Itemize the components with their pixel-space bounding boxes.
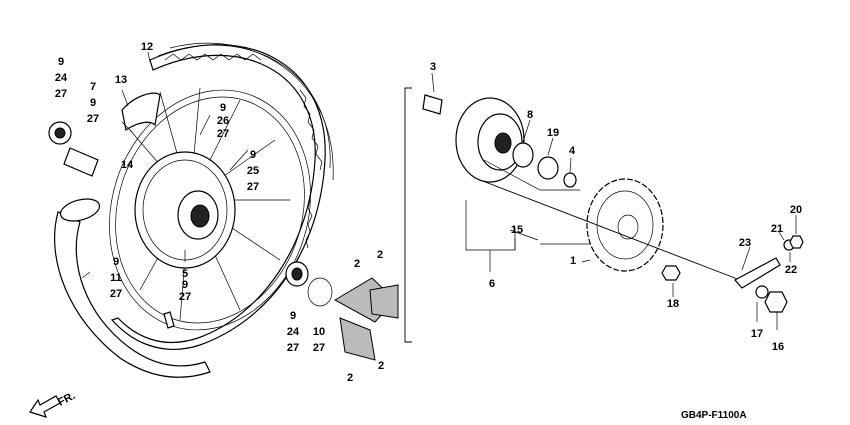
callout-4: 4 bbox=[569, 145, 576, 157]
svg-text:25: 25 bbox=[247, 165, 259, 177]
callout-23: 23 bbox=[739, 237, 751, 249]
sprocket bbox=[586, 178, 664, 272]
callout-1: 1 bbox=[570, 255, 576, 267]
front-direction-arrow: FR. bbox=[29, 390, 77, 418]
diagram-code: GB4P-F1100A bbox=[681, 410, 747, 421]
axle-nut bbox=[764, 291, 788, 313]
svg-text:9: 9 bbox=[220, 102, 226, 114]
callout-5: 5 bbox=[182, 268, 188, 280]
svg-text:9: 9 bbox=[250, 149, 256, 161]
stack-9-26-27: 9 26 27 bbox=[217, 102, 229, 140]
svg-text:27: 27 bbox=[110, 288, 122, 300]
stack-10-27: 10 27 bbox=[313, 326, 325, 354]
callout-14: 14 bbox=[121, 159, 134, 171]
svg-text:27: 27 bbox=[87, 113, 99, 125]
stack-7-9-27: 7 9 27 bbox=[87, 81, 99, 125]
flange-bearing bbox=[512, 142, 534, 168]
svg-text:27: 27 bbox=[287, 342, 299, 354]
callout-19: 19 bbox=[547, 127, 559, 139]
oil-seal bbox=[537, 156, 559, 180]
tube bbox=[54, 198, 211, 378]
axle-line bbox=[479, 179, 741, 281]
sprocket-nut bbox=[661, 265, 681, 281]
tire bbox=[110, 42, 334, 350]
callout-18: 18 bbox=[667, 298, 679, 310]
svg-text:27: 27 bbox=[217, 128, 229, 140]
callout-3: 3 bbox=[430, 61, 436, 73]
callout-17: 17 bbox=[751, 328, 763, 340]
svg-text:27: 27 bbox=[179, 291, 191, 303]
rim-band bbox=[121, 92, 161, 131]
stack-9-27-hub: 9 27 bbox=[179, 279, 191, 303]
svg-text:27: 27 bbox=[313, 342, 325, 354]
svg-text:26: 26 bbox=[217, 115, 229, 127]
callout-13: 13 bbox=[115, 74, 127, 86]
callout-2-d: 2 bbox=[378, 360, 384, 372]
axle-sleeve bbox=[422, 94, 443, 115]
callout-2-a: 2 bbox=[354, 258, 360, 270]
adjuster-nut bbox=[789, 235, 804, 249]
callout-12: 12 bbox=[141, 41, 153, 53]
svg-text:9: 9 bbox=[182, 279, 188, 291]
svg-text:24: 24 bbox=[55, 72, 68, 84]
svg-text:9: 9 bbox=[58, 56, 64, 68]
svg-text:9: 9 bbox=[290, 310, 296, 322]
adjuster-plate bbox=[755, 285, 769, 299]
callout-22: 22 bbox=[785, 264, 797, 276]
svg-text:7: 7 bbox=[90, 81, 96, 93]
callout-15: 15 bbox=[511, 224, 523, 236]
o-ring bbox=[307, 277, 333, 307]
leader-lines bbox=[81, 51, 797, 330]
left-bearing bbox=[48, 121, 72, 145]
svg-text:27: 27 bbox=[247, 181, 259, 193]
leader-14 bbox=[121, 121, 133, 133]
svg-text:10: 10 bbox=[313, 326, 325, 338]
distance-collar bbox=[63, 147, 99, 177]
stack-9-11-27: 9 11 27 bbox=[110, 256, 122, 300]
callout-2-b: 2 bbox=[377, 249, 383, 261]
svg-text:24: 24 bbox=[287, 326, 300, 338]
stack-9-24-27-top: 9 24 27 bbox=[55, 56, 68, 100]
damper-rubbers bbox=[333, 277, 399, 361]
svg-text:11: 11 bbox=[110, 272, 122, 284]
callout-20: 20 bbox=[790, 204, 802, 216]
side-collar bbox=[563, 172, 577, 188]
stack-9-25-27: 9 25 27 bbox=[247, 149, 259, 193]
tire-tread bbox=[164, 53, 323, 249]
flange-bracket bbox=[404, 87, 412, 343]
stack-9-24-27-bottom: 9 24 27 bbox=[287, 310, 300, 354]
direction-label: FR. bbox=[56, 390, 77, 409]
svg-text:9: 9 bbox=[113, 256, 119, 268]
callout-6: 6 bbox=[489, 278, 495, 290]
callout-2-c: 2 bbox=[347, 372, 353, 384]
svg-text:9: 9 bbox=[90, 97, 96, 109]
callout-16: 16 bbox=[772, 341, 784, 353]
svg-text:27: 27 bbox=[55, 88, 67, 100]
callout-21: 21 bbox=[771, 223, 783, 235]
callout-8: 8 bbox=[527, 109, 533, 121]
hub-bearing-right bbox=[285, 261, 309, 287]
valve-stem bbox=[163, 311, 175, 329]
chain-adjuster bbox=[734, 257, 781, 289]
driven-flange bbox=[455, 97, 525, 183]
